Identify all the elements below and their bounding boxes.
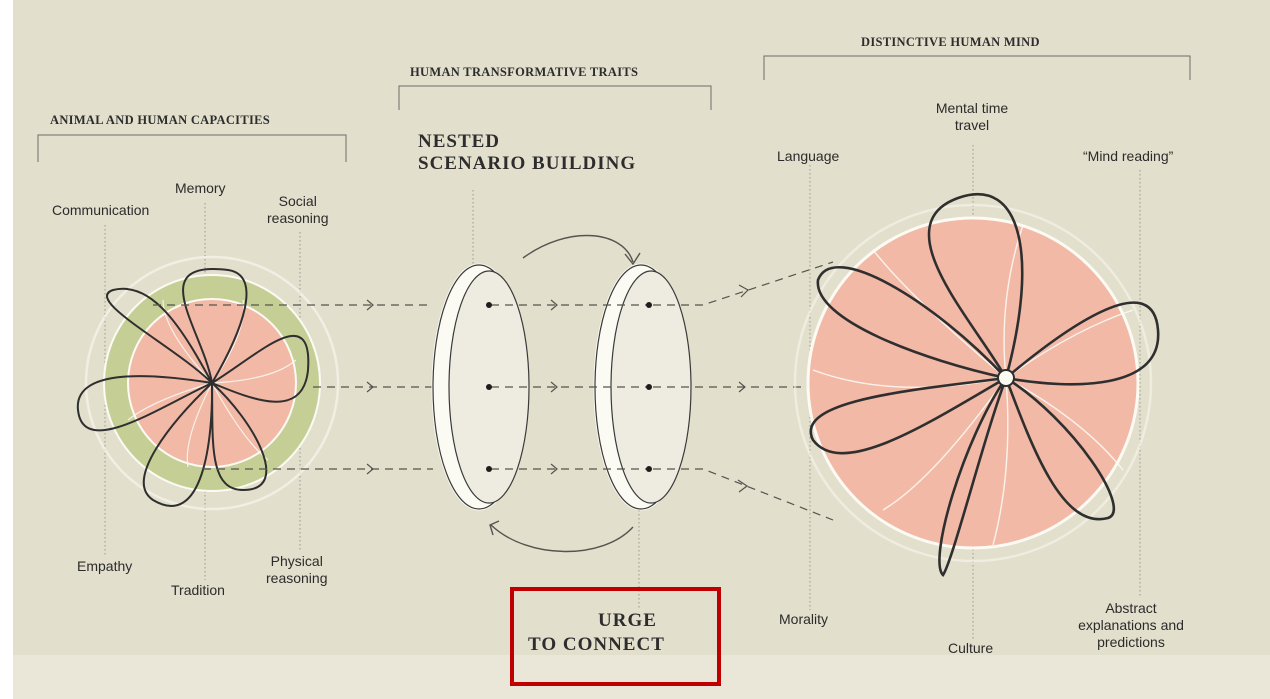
label-mental-time-travel: Mental time travel: [927, 100, 1017, 134]
bracket-animal-human: [38, 135, 346, 162]
label-mind-reading: “Mind reading”: [1083, 148, 1173, 165]
label-culture: Culture: [948, 640, 993, 657]
highlight-box: [510, 587, 721, 686]
label-language: Language: [777, 148, 839, 165]
label-empathy: Empathy: [77, 558, 132, 575]
capacities-wheel: [78, 257, 338, 509]
label-social-reasoning: Social reasoning: [267, 193, 329, 227]
scenario-frames: [433, 236, 691, 552]
sphere-hub: [998, 370, 1014, 386]
label-memory: Memory: [175, 180, 226, 197]
label-tradition: Tradition: [171, 582, 225, 599]
section-title-animal-human: ANIMAL AND HUMAN CAPACITIES: [50, 113, 270, 128]
section-title-distinctive: DISTINCTIVE HUMAN MIND: [861, 35, 1040, 50]
label-physical-reasoning: Physical reasoning: [266, 553, 328, 587]
label-communication: Communication: [52, 202, 149, 219]
human-mind-sphere: [795, 194, 1158, 575]
label-nested-scenario-building: NESTED SCENARIO BUILDING: [418, 131, 636, 175]
bracket-distinctive: [764, 56, 1190, 80]
section-title-transformative: HUMAN TRANSFORMATIVE TRAITS: [410, 65, 638, 80]
label-morality: Morality: [779, 611, 828, 628]
label-abstract-explanations: Abstract explanations and predictions: [1071, 600, 1191, 651]
bracket-transformative: [399, 86, 711, 110]
